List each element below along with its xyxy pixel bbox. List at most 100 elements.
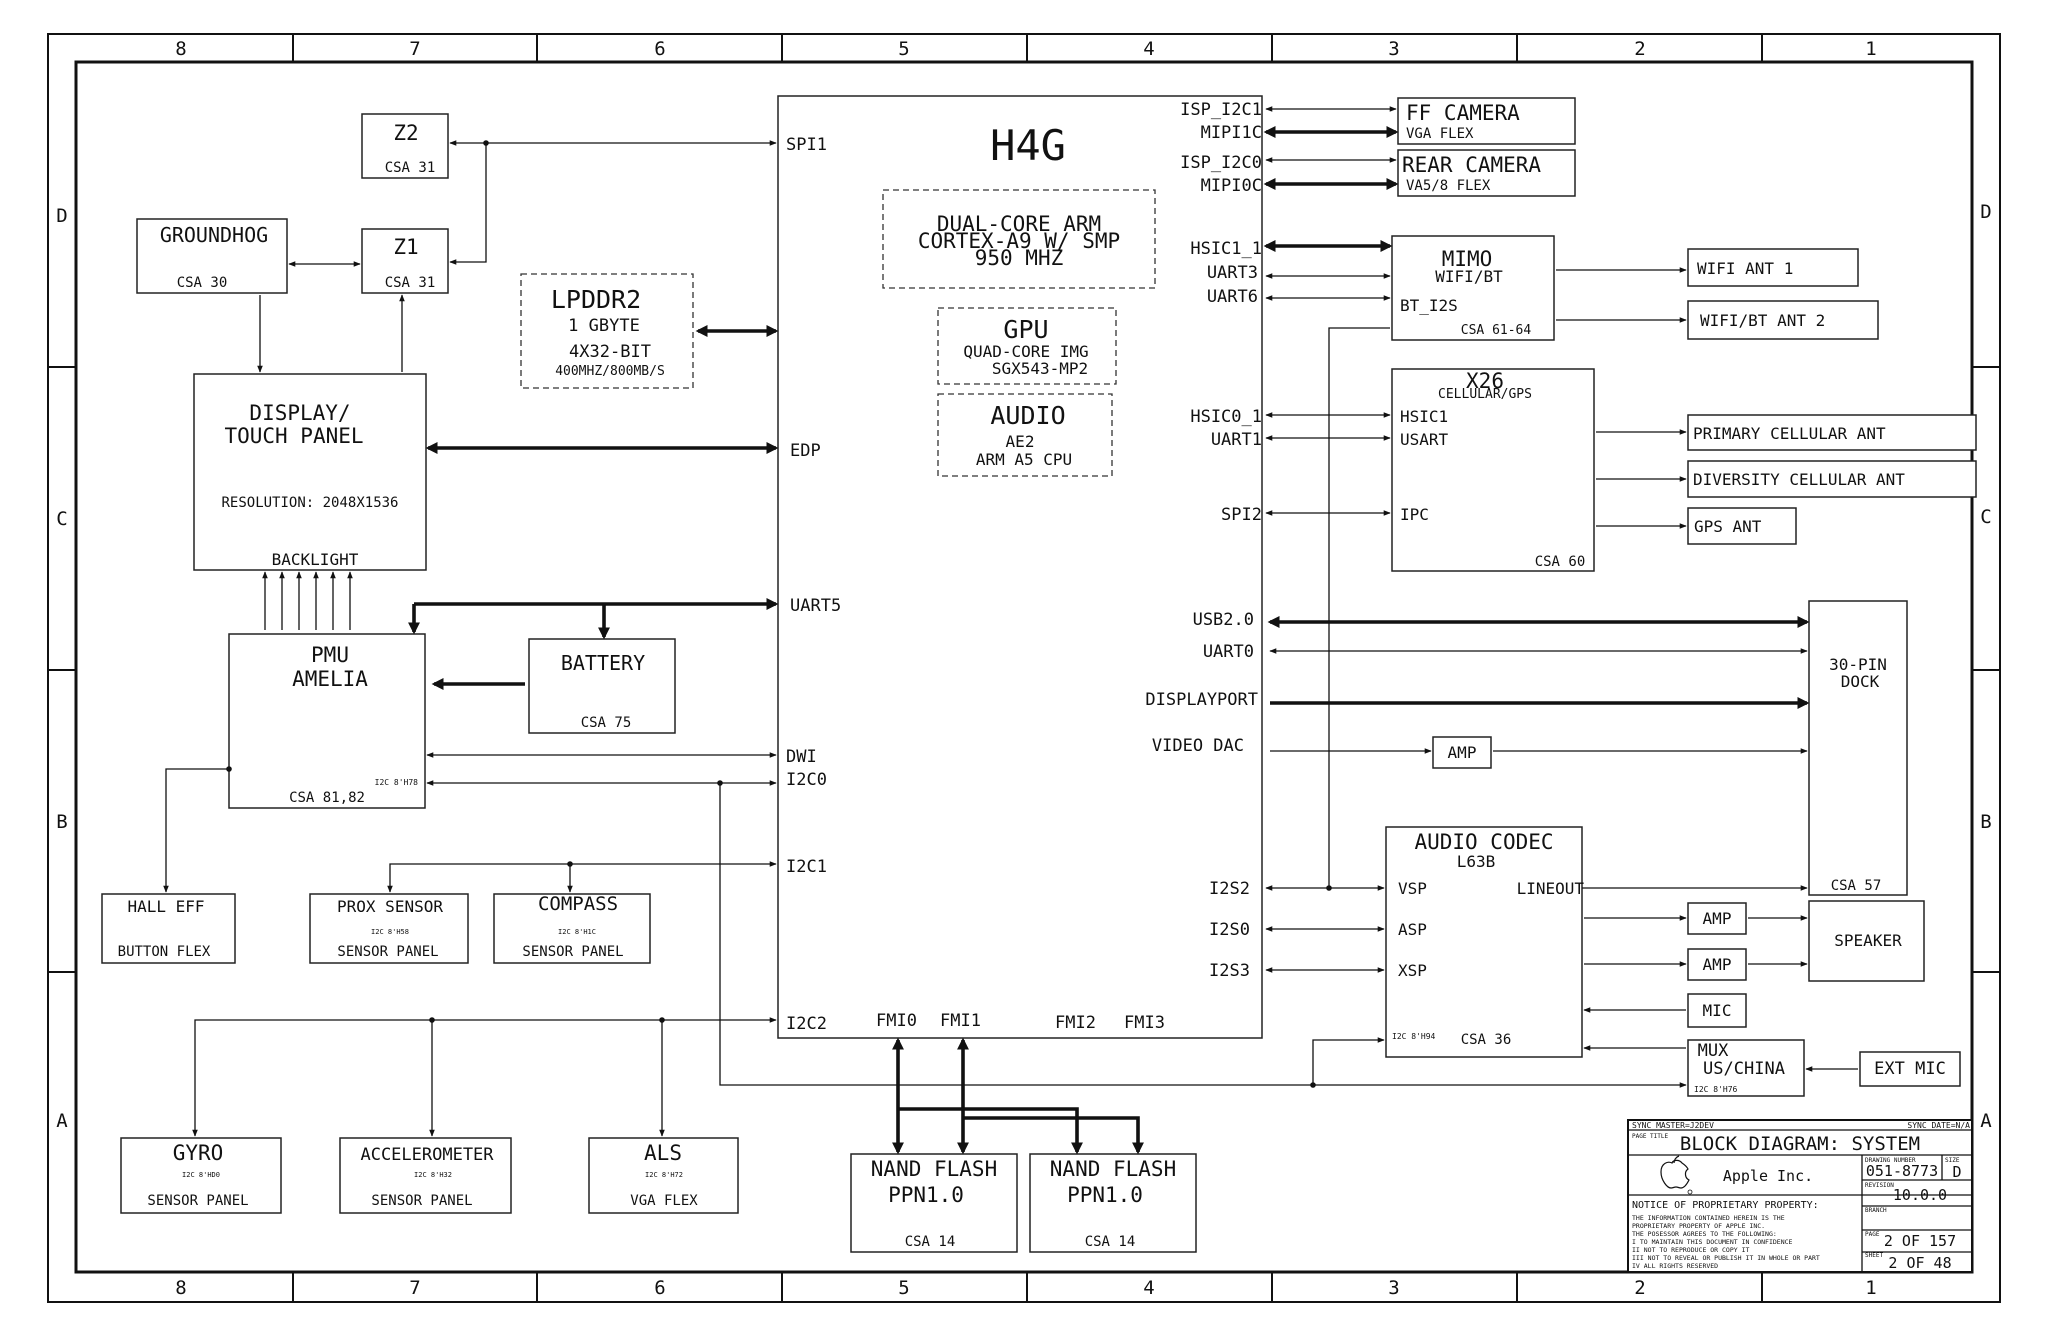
cpu-line: CORTEX-A9 W/ SMP [918,229,1120,253]
notice-line: THE POSESSOR AGREES TO THE FOLLOWING: [1632,1230,1777,1238]
port-isp-i2c1: ISP_I2C1 [1180,100,1262,120]
pmu-title: AMELIA [292,667,368,691]
block-sub: SENSOR PANEL [337,944,438,960]
port-mipi0c: MIPI0C [1201,176,1262,196]
x26-block: X26 CELLULAR/GPS HSIC1 USART IPC CSA 60 [1391,368,1595,572]
pmu-i2c: I2C 8'H78 [375,778,419,787]
soc-h4g: H4G DUAL-CORE ARM CORTEX-A9 W/ SMP 950 M… [777,95,1263,1039]
block-port: USART [1400,430,1449,449]
port-spi2: SPI2 [1221,505,1262,525]
block-title: COMPASS [538,893,618,915]
port-hsic0-1: HSIC0_1 [1190,407,1262,427]
col-label: 8 [175,1277,186,1299]
block-sub: SENSOR PANEL [522,944,623,960]
row-label: C [56,508,67,530]
block-port: BT_I2S [1400,296,1458,315]
audio-amp-block-1: AMP [1687,902,1747,935]
port-i2c2: I2C2 [786,1014,827,1034]
codec-i2c: I2C 8'H94 [1392,1032,1436,1041]
size-label: SIZE [1945,1157,1960,1164]
audio-line: ARM A5 CPU [976,450,1072,469]
block-title: PROX SENSOR [337,897,443,916]
block-sub: SENSOR PANEL [147,1193,248,1209]
als-block: ALS I2C 8'H72 VGA FLEX [588,1137,739,1214]
display-block: DISPLAY/ TOUCH PANEL RESOLUTION: 2048X15… [193,373,427,571]
notice-line: IV ALL RIGHTS RESERVED [1632,1262,1718,1270]
row-label: D [1980,201,1991,223]
cpu-line: DUAL-CORE ARM [937,212,1101,236]
port-i2s0: I2S0 [1209,920,1250,940]
port-fmi0: FMI0 [876,1011,917,1031]
accelerometer-block: ACCELEROMETER I2C 8'H32 SENSOR PANEL [339,1137,512,1214]
col-label: 7 [409,1277,420,1299]
title-text: BLOCK DIAGRAM: SYSTEM [1680,1133,1920,1155]
block-title: PPN1.0 [888,1183,964,1207]
cpu-block: DUAL-CORE ARM CORTEX-A9 W/ SMP 950 MHZ [882,189,1156,289]
wifi-ant2-block: WIFI/BT ANT 2 [1687,300,1879,340]
row-label: B [1980,811,1991,833]
z2-block: Z2 CSA 31 [361,113,449,179]
codec-sub: L63B [1457,852,1496,871]
block-title: NAND FLASH [871,1157,997,1181]
col-label: 4 [1143,1277,1154,1299]
codec-port: XSP [1398,961,1427,980]
col-label: 3 [1388,1277,1399,1299]
block-title: PRIMARY CELLULAR ANT [1693,424,1886,443]
drawing-number-label: DRAWING NUMBER [1865,1157,1916,1164]
bus-lines [408,126,1810,1155]
page-label: PAGE [1865,1231,1880,1238]
col-label: 5 [898,38,909,60]
port-i2c0: I2C0 [786,770,827,790]
row-label: B [56,811,67,833]
lpddr2-line: 4X32-BIT [569,342,651,362]
col-label: 1 [1865,38,1876,60]
block-i2c: I2C 8'HD0 [182,1171,220,1179]
block-sub: VA5/8 FLEX [1406,178,1491,194]
block-title: Z1 [393,235,418,259]
col-label: 3 [1388,38,1399,60]
block-csa: CSA 14 [905,1234,956,1250]
rear-camera-block: REAR CAMERA VA5/8 FLEX [1397,149,1576,197]
soc-title: H4G [990,121,1066,170]
gpu-block: GPU QUAD-CORE IMG SGX543-MP2 [937,307,1117,385]
col-label: 4 [1143,38,1154,60]
block-csa: CSA 61-64 [1461,323,1532,338]
lpddr2-line: 1 GBYTE [568,316,640,336]
signal-lines [163,106,1858,1137]
nand-flash-block-1: NAND FLASH PPN1.0 CSA 14 [850,1153,1018,1253]
codec-port: LINEOUT [1517,879,1585,898]
block-csa: CSA 57 [1831,878,1882,894]
lpddr2-block: LPDDR2 1 GBYTE 4X32-BIT 400MHZ/800MB/S [520,273,694,389]
display-title: TOUCH PANEL [224,424,363,448]
block-port: HSIC1 [1400,407,1448,426]
soc-right-ports: ISP_I2C1 MIPI1C ISP_I2C0 MIPI0C HSIC1_1 … [1145,100,1262,981]
codec-csa: CSA 36 [1461,1032,1512,1048]
col-label: 7 [409,38,420,60]
sync-master: SYNC_MASTER=J2DEV [1632,1121,1714,1130]
port-uart0: UART0 [1203,642,1254,662]
port-i2c1: I2C1 [786,857,827,877]
codec-port: ASP [1398,920,1427,939]
block-title: BATTERY [561,651,645,675]
col-label: 5 [898,1277,909,1299]
port-uart5: UART5 [790,596,841,616]
col-label: 6 [654,38,665,60]
block-title: DIVERSITY CELLULAR ANT [1693,470,1905,489]
branch-label: BRANCH [1865,1207,1887,1214]
nand-flash-block-2: NAND FLASH PPN1.0 CSA 14 [1029,1153,1197,1253]
block-title: EXT MIC [1874,1059,1946,1079]
pmu-block: PMU AMELIA I2C 8'H78 CSA 81,82 [228,633,426,809]
apple-logo-icon [1660,1155,1693,1195]
block-title: GROUNDHOG [160,223,268,247]
codec-title: AUDIO CODEC [1414,830,1553,854]
port-fmi3: FMI3 [1124,1013,1165,1033]
col-label: 2 [1634,38,1645,60]
port-i2s3: I2S3 [1209,961,1250,981]
row-labels: D C B A D C B A [56,201,1992,1132]
cpu-line: 950 MHZ [975,246,1064,270]
notice-line: I TO MAINTAIN THIS DOCUMENT IN CONFIDENC… [1632,1238,1793,1246]
groundhog-block: GROUNDHOG CSA 30 [136,218,288,294]
col-label: 2 [1634,1277,1645,1299]
audio-title: AUDIO [990,401,1065,430]
